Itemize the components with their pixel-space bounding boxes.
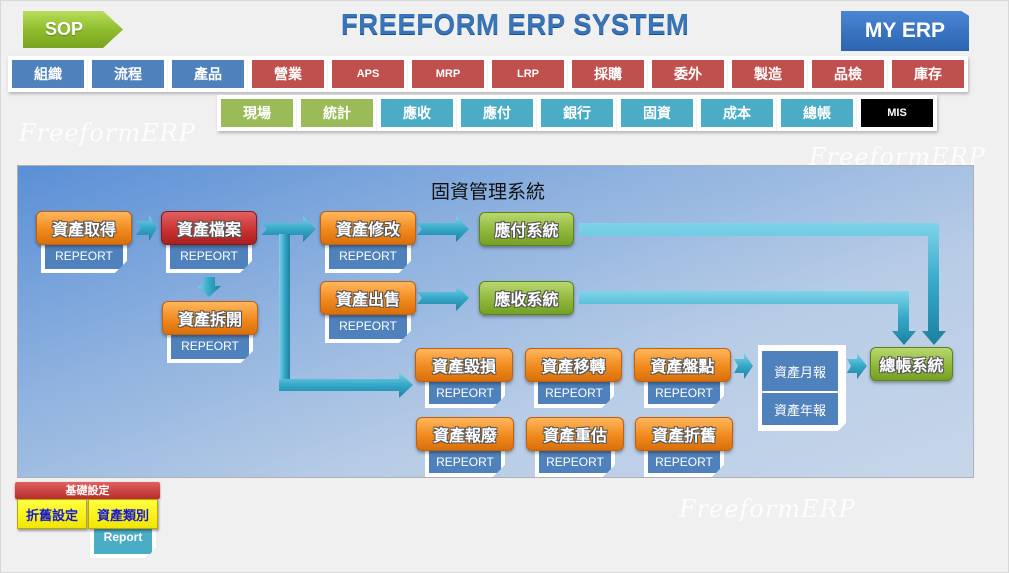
nav-item-manufacturing[interactable]: 製造 [728,56,808,92]
nav-item-aps[interactable]: APS [328,56,408,92]
arrow-archive-to-split [197,277,221,297]
arrow-ap-to-gl [579,223,946,345]
report-asset-sell[interactable]: REPEORT [325,313,411,343]
arrow-modify-to-ap [417,216,469,242]
node-asset-scrap[interactable]: 資產報廢 [416,417,514,451]
node-asset-acquire[interactable]: 資產取得 [36,211,132,245]
arrow-inventory-to-monthly [734,353,753,379]
nav-item-bank[interactable]: 銀行 [537,95,617,131]
nav-item-sales[interactable]: 營業 [248,56,328,92]
nav-item-process[interactable]: 流程 [88,56,168,92]
node-ar-system[interactable]: 應收系統 [479,281,574,315]
sop-button[interactable]: SOP [23,11,123,48]
nav-item-payable[interactable]: 應付 [457,95,537,131]
watermark: FreeformERP [19,119,196,147]
nav-item-receivable[interactable]: 應收 [377,95,457,131]
depreciation-settings-button[interactable]: 折舊設定 [17,499,87,529]
base-settings-header: 基礎設定 [15,482,160,499]
node-ap-system[interactable]: 應付系統 [479,212,574,246]
node-asset-depreciation[interactable]: 資產折舊 [635,417,733,451]
node-asset-transfer[interactable]: 資產移轉 [525,348,622,382]
yearly-report-button[interactable]: 資產年報 [762,393,838,425]
app-title: FREEFORM ERP SYSTEM [341,9,690,41]
nav-item-shopfloor[interactable]: 現場 [217,95,297,131]
module-nav-row-1: 組織 流程 產品 營業 APS MRP LRP 採購 委外 製造 品檢 庫存 [8,56,968,92]
diagram-title: 固資管理系統 [431,181,546,203]
asset-category-report-button[interactable]: Report [90,527,156,558]
asset-category-button[interactable]: 資產類別 [88,499,158,529]
node-gl-system[interactable]: 總帳系統 [870,347,953,381]
monthly-report-button[interactable]: 資產月報 [762,351,838,391]
nav-item-purchasing[interactable]: 採購 [568,56,648,92]
arrow-sell-to-ar [417,285,469,311]
node-asset-split[interactable]: 資產拆開 [162,301,258,335]
report-asset-archive[interactable]: REPEORT [166,243,252,273]
node-asset-modify[interactable]: 資產修改 [320,211,416,245]
watermark: FreeformERP [679,495,856,523]
nav-item-outsourcing[interactable]: 委外 [648,56,728,92]
periodic-reports-card: 資產月報 資產年報 [758,345,846,431]
node-asset-sell[interactable]: 資產出售 [320,281,416,315]
nav-item-lrp[interactable]: LRP [488,56,568,92]
nav-item-inventory[interactable]: 庫存 [888,56,968,92]
node-asset-inventory[interactable]: 資產盤點 [634,348,731,382]
arrow-acquire-to-archive [136,215,157,241]
nav-item-mis[interactable]: MIS [857,95,937,131]
nav-item-fixed-assets[interactable]: 固資 [617,95,697,131]
nav-item-quality[interactable]: 品檢 [808,56,888,92]
sop-arrow-shape [23,11,123,48]
nav-item-product[interactable]: 產品 [168,56,248,92]
my-erp-button[interactable]: MY ERP [841,11,969,51]
arrow-archive-to-modify [261,216,316,242]
arrow-ar-to-gl [579,291,916,345]
report-asset-damage[interactable]: REPEORT [425,380,505,408]
node-asset-archive[interactable]: 資產檔案 [161,211,257,245]
report-asset-acquire[interactable]: REPEORT [41,243,127,273]
nav-item-statistics[interactable]: 統計 [297,95,377,131]
report-asset-modify[interactable]: REPEORT [325,243,411,273]
node-asset-damage[interactable]: 資產毀損 [415,348,513,382]
module-nav-row-2: 現場 統計 應收 應付 銀行 固資 成本 總帳 MIS [217,95,937,131]
report-asset-depreciation[interactable]: REPEORT [644,449,724,477]
node-asset-revalue[interactable]: 資產重估 [526,417,624,451]
nav-item-organization[interactable]: 組織 [8,56,88,92]
nav-item-cost[interactable]: 成本 [697,95,777,131]
sop-label: SOP [44,19,83,39]
report-asset-split[interactable]: REPEORT [167,333,253,363]
report-asset-scrap[interactable]: REPEORT [425,449,505,477]
report-asset-transfer[interactable]: REPEORT [534,380,614,408]
report-asset-revalue[interactable]: REPEORT [535,449,615,477]
arrow-trunk [279,234,290,389]
nav-item-mrp[interactable]: MRP [408,56,488,92]
report-asset-inventory[interactable]: REPEORT [644,380,724,408]
nav-item-general-ledger[interactable]: 總帳 [777,95,857,131]
arrow-monthly-to-gl [847,353,867,379]
arrow-trunk-to-damage [279,372,413,398]
